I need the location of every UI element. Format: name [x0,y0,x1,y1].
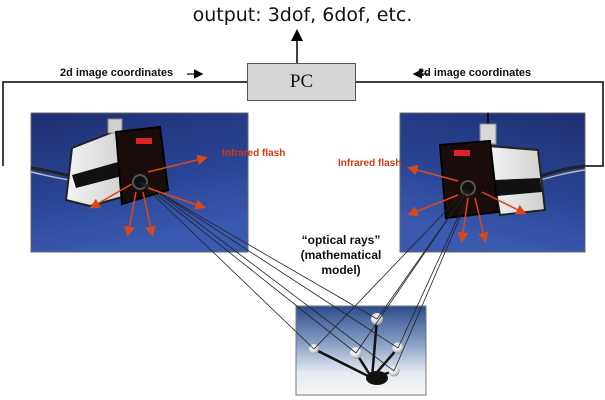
pc-box: PC [247,63,356,101]
optical-rays-label: “optical rays” (mathematical model) [286,233,396,278]
optical-rays-title: “optical rays” [301,233,381,247]
right-infrared-flash-label: Infrared flash [338,158,402,169]
target-photo [295,305,427,396]
left-flash-arrows [89,154,208,237]
left-camera-photo [30,112,249,253]
right-coordinates-label: 2d image coordinates [418,67,532,79]
pc-label: PC [289,71,314,92]
output-label: output: 3dof, 6dof, etc. [192,4,413,26]
right-flash-arrows [407,164,527,243]
optical-rays [139,181,472,372]
right-connection-line [356,81,604,167]
left-coordinates-label: 2d image coordinates [60,67,174,79]
connection-lines [2,29,604,167]
right-camera-photo [399,112,586,253]
optical-rays-subtitle: (mathematical model) [300,248,382,277]
left-connection-line [2,81,247,166]
left-infrared-flash-label: Infrared flash [222,148,286,159]
